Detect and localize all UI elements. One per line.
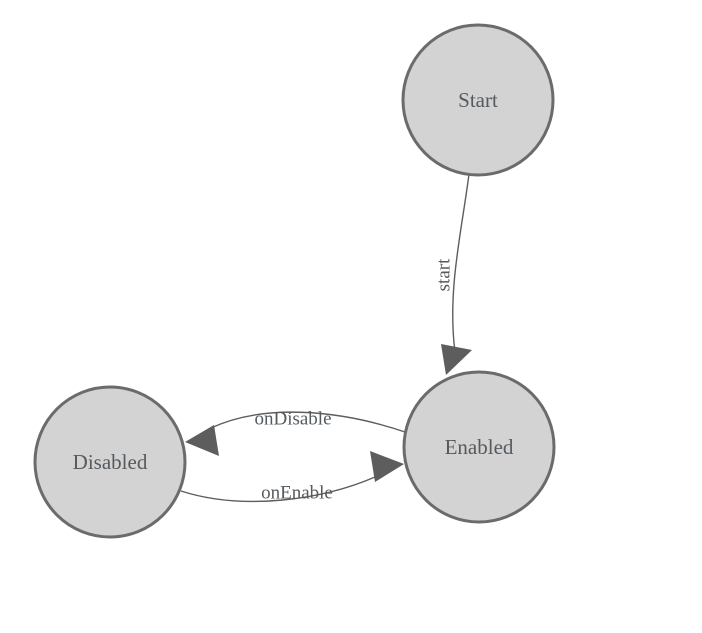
state-node-disabled[interactable]: Disabled (33, 385, 187, 539)
state-node-enabled[interactable]: Enabled (402, 370, 556, 524)
edge-path-enabled-to-disabled (210, 411, 406, 433)
edge-path-start-to-enabled (452, 173, 470, 353)
state-node-disabled-circle (33, 385, 187, 539)
edge-enabled-to-disabled[interactable] (185, 411, 406, 456)
edge-label-start: start (434, 258, 455, 291)
edge-label-on-enable: onEnable (261, 483, 333, 504)
state-node-enabled-label: Enabled (445, 435, 514, 459)
edge-start-to-enabled[interactable] (441, 173, 472, 375)
state-node-start-circle (401, 23, 555, 177)
state-node-start[interactable]: Start (401, 23, 555, 177)
arrowhead-enabled-to-disabled (185, 425, 219, 456)
edge-path-disabled-to-enabled (180, 476, 376, 503)
state-node-enabled-circle (402, 370, 556, 524)
state-node-start-label: Start (458, 88, 498, 112)
arrowhead-disabled-to-enabled (370, 451, 404, 482)
state-node-disabled-label: Disabled (73, 450, 148, 474)
arrowhead-start-to-enabled (441, 344, 472, 375)
edge-disabled-to-enabled[interactable] (180, 451, 404, 503)
edge-label-on-disable: onDisable (254, 409, 331, 430)
